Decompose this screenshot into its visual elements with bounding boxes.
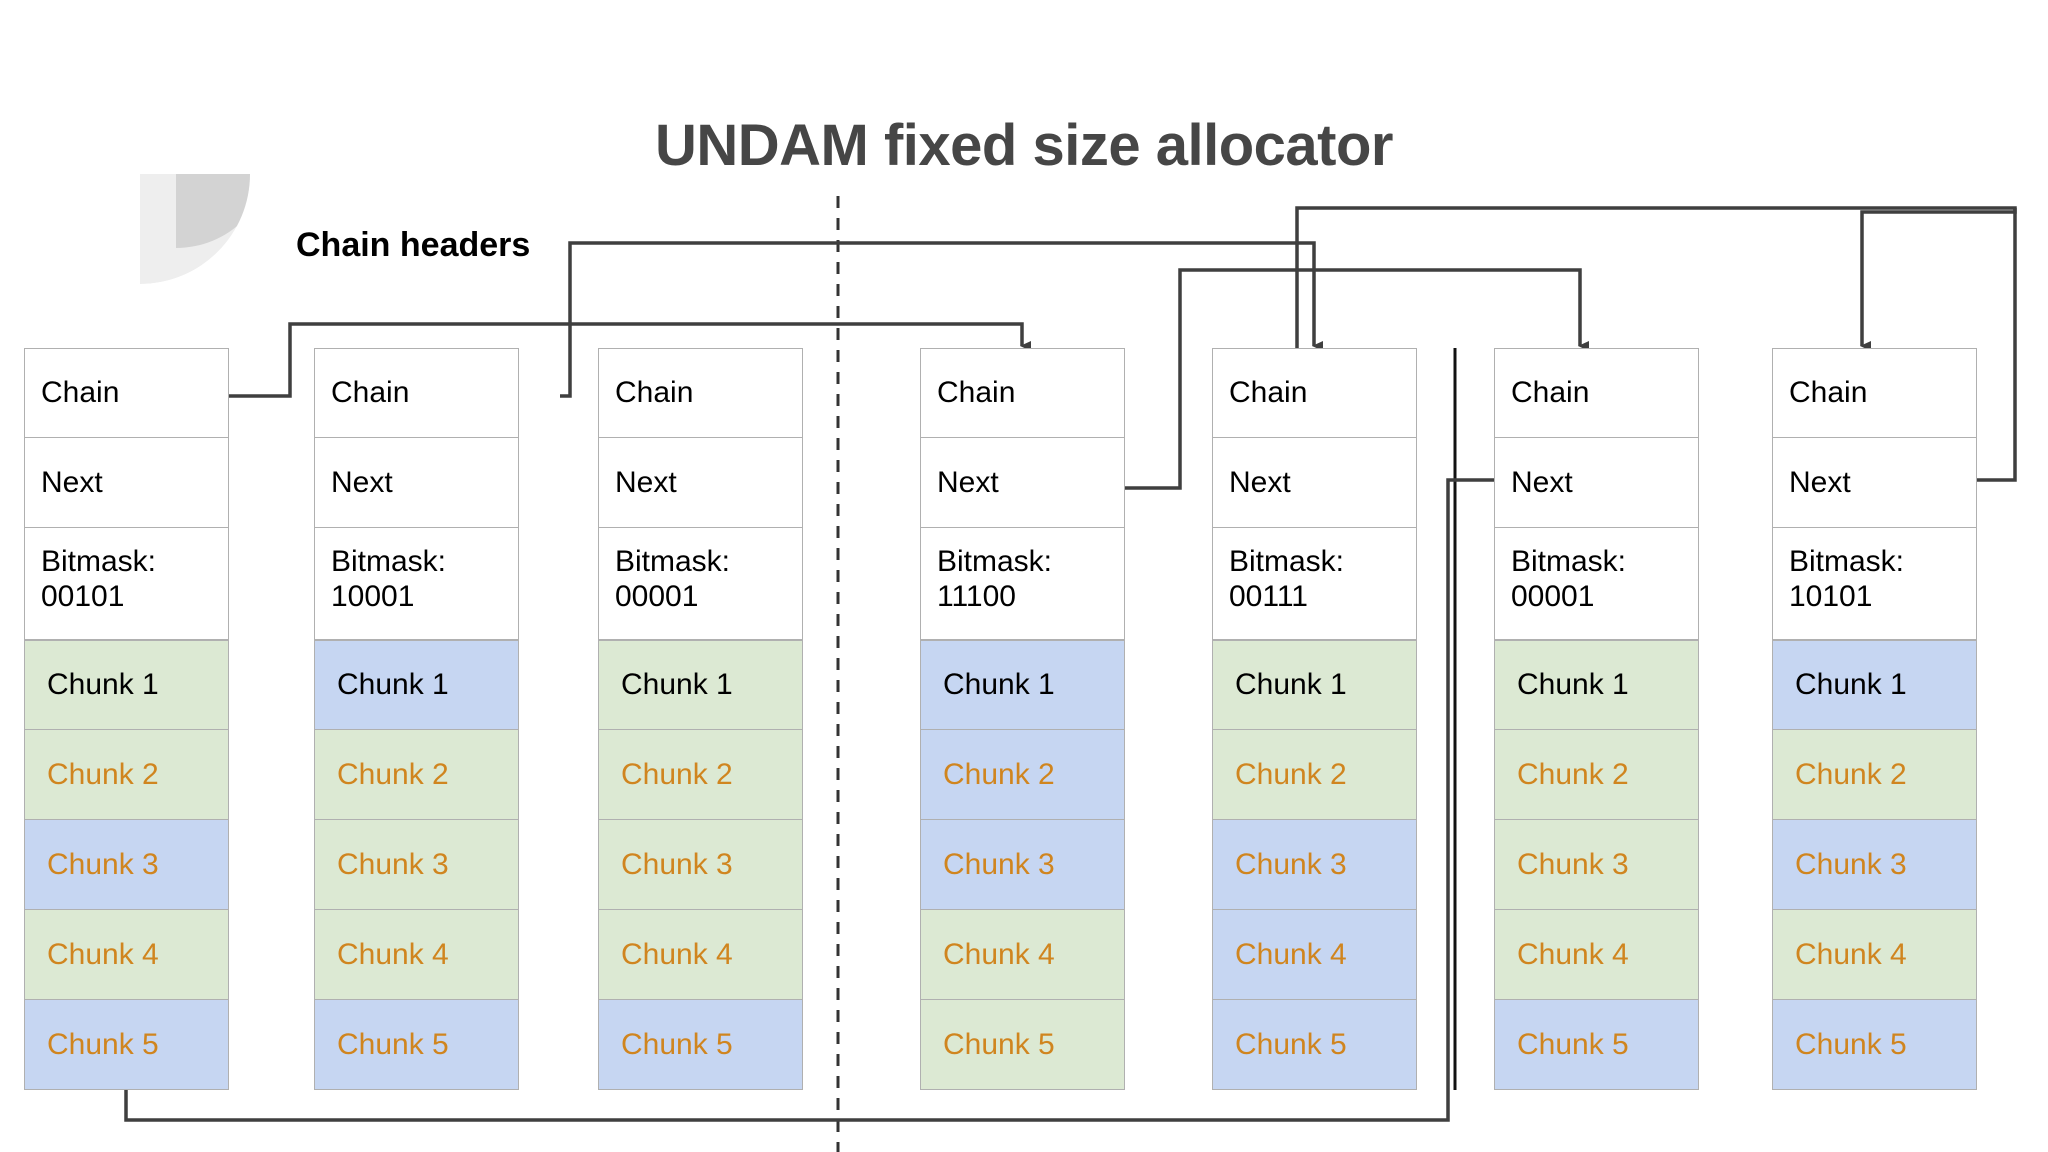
bitmask-value: 11100 — [937, 580, 1016, 614]
cell-bitmask: Bitmask:11100 — [920, 528, 1125, 640]
bitmask-value: 00001 — [1511, 580, 1595, 614]
bitmask-label: Bitmask: — [1511, 545, 1627, 578]
cell-chain[interactable]: Chain — [314, 348, 519, 438]
chunk-cell-1[interactable]: Chunk 1 — [598, 640, 803, 730]
cell-bitmask: Bitmask:10101 — [1772, 528, 1977, 640]
page-title: UNDAM fixed size allocator — [655, 113, 1393, 178]
bitmask-value: 00001 — [615, 580, 699, 614]
chunk-cell-5[interactable]: Chunk 5 — [598, 1000, 803, 1090]
cell-chain[interactable]: Chain — [1212, 348, 1417, 438]
cell-bitmask: Bitmask:00001 — [598, 528, 803, 640]
cell-next[interactable]: Next — [1772, 438, 1977, 528]
chunk-cell-3[interactable]: Chunk 3 — [314, 820, 519, 910]
cell-bitmask: Bitmask:00111 — [1212, 528, 1417, 640]
chain-headers-label: Chain headers — [296, 226, 531, 264]
chunk-cell-5[interactable]: Chunk 5 — [24, 1000, 229, 1090]
bitmask-value: 00101 — [41, 580, 125, 614]
chunk-cell-3[interactable]: Chunk 3 — [1494, 820, 1699, 910]
chunk-cell-3[interactable]: Chunk 3 — [24, 820, 229, 910]
chunk-cell-3[interactable]: Chunk 3 — [920, 820, 1125, 910]
chunk-cell-3[interactable]: Chunk 3 — [1772, 820, 1977, 910]
bitmask-label: Bitmask: — [41, 545, 157, 578]
chunk-cell-4[interactable]: Chunk 4 — [598, 910, 803, 1000]
chunk-cell-2[interactable]: Chunk 2 — [1772, 730, 1977, 820]
bitmask-value: 00111 — [1229, 580, 1308, 614]
cell-bitmask: Bitmask:10001 — [314, 528, 519, 640]
cell-bitmask: Bitmask:00001 — [1494, 528, 1699, 640]
chunk-cell-4[interactable]: Chunk 4 — [920, 910, 1125, 1000]
cell-next[interactable]: Next — [1212, 438, 1417, 528]
chunk-cell-4[interactable]: Chunk 4 — [1494, 910, 1699, 1000]
chunk-cell-2[interactable]: Chunk 2 — [24, 730, 229, 820]
bitmask-value: 10101 — [1789, 580, 1873, 614]
connector-col1-to-col4 — [229, 322, 1031, 398]
chunk-cell-2[interactable]: Chunk 2 — [920, 730, 1125, 820]
cell-next[interactable]: Next — [314, 438, 519, 528]
cell-chain[interactable]: Chain — [920, 348, 1125, 438]
cell-chain[interactable]: Chain — [1772, 348, 1977, 438]
bitmask-label: Bitmask: — [615, 545, 731, 578]
chunk-cell-4[interactable]: Chunk 4 — [1772, 910, 1977, 1000]
chunk-cell-4[interactable]: Chunk 4 — [1212, 910, 1417, 1000]
chunk-cell-1[interactable]: Chunk 1 — [1772, 640, 1977, 730]
chunk-cell-2[interactable]: Chunk 2 — [314, 730, 519, 820]
chunk-cell-2[interactable]: Chunk 2 — [598, 730, 803, 820]
chunk-cell-2[interactable]: Chunk 2 — [1494, 730, 1699, 820]
chunk-cell-5[interactable]: Chunk 5 — [1772, 1000, 1977, 1090]
cell-chain[interactable]: Chain — [598, 348, 803, 438]
chunk-cell-3[interactable]: Chunk 3 — [1212, 820, 1417, 910]
connector-col4next-to-col6 — [1122, 268, 1589, 490]
bitmask-label: Bitmask: — [331, 545, 447, 578]
chunk-cell-3[interactable]: Chunk 3 — [598, 820, 803, 910]
chunk-cell-4[interactable]: Chunk 4 — [314, 910, 519, 1000]
bitmask-label: Bitmask: — [937, 545, 1053, 578]
chunk-cell-1[interactable]: Chunk 1 — [920, 640, 1125, 730]
chunk-cell-4[interactable]: Chunk 4 — [24, 910, 229, 1000]
cell-next[interactable]: Next — [920, 438, 1125, 528]
cell-chain[interactable]: Chain — [24, 348, 229, 438]
cell-bitmask: Bitmask:00101 — [24, 528, 229, 640]
bitmask-label: Bitmask: — [1789, 545, 1905, 578]
chunk-cell-5[interactable]: Chunk 5 — [314, 1000, 519, 1090]
cell-chain[interactable]: Chain — [1494, 348, 1699, 438]
connector-col2-to-col5 — [560, 241, 1323, 398]
connector-col7next-right — [1966, 208, 2017, 482]
cell-next[interactable]: Next — [24, 438, 229, 528]
chunk-cell-2[interactable]: Chunk 2 — [1212, 730, 1417, 820]
chunk-cell-5[interactable]: Chunk 5 — [1212, 1000, 1417, 1090]
cell-next[interactable]: Next — [1494, 438, 1699, 528]
chunk-cell-1[interactable]: Chunk 1 — [24, 640, 229, 730]
bitmask-value: 10001 — [331, 580, 415, 614]
chunk-cell-1[interactable]: Chunk 1 — [1212, 640, 1417, 730]
chunk-cell-1[interactable]: Chunk 1 — [314, 640, 519, 730]
bitmask-label: Bitmask: — [1229, 545, 1345, 578]
chunk-cell-5[interactable]: Chunk 5 — [1494, 1000, 1699, 1090]
cell-next[interactable]: Next — [598, 438, 803, 528]
chunk-cell-1[interactable]: Chunk 1 — [1494, 640, 1699, 730]
chunk-cell-5[interactable]: Chunk 5 — [920, 1000, 1125, 1090]
